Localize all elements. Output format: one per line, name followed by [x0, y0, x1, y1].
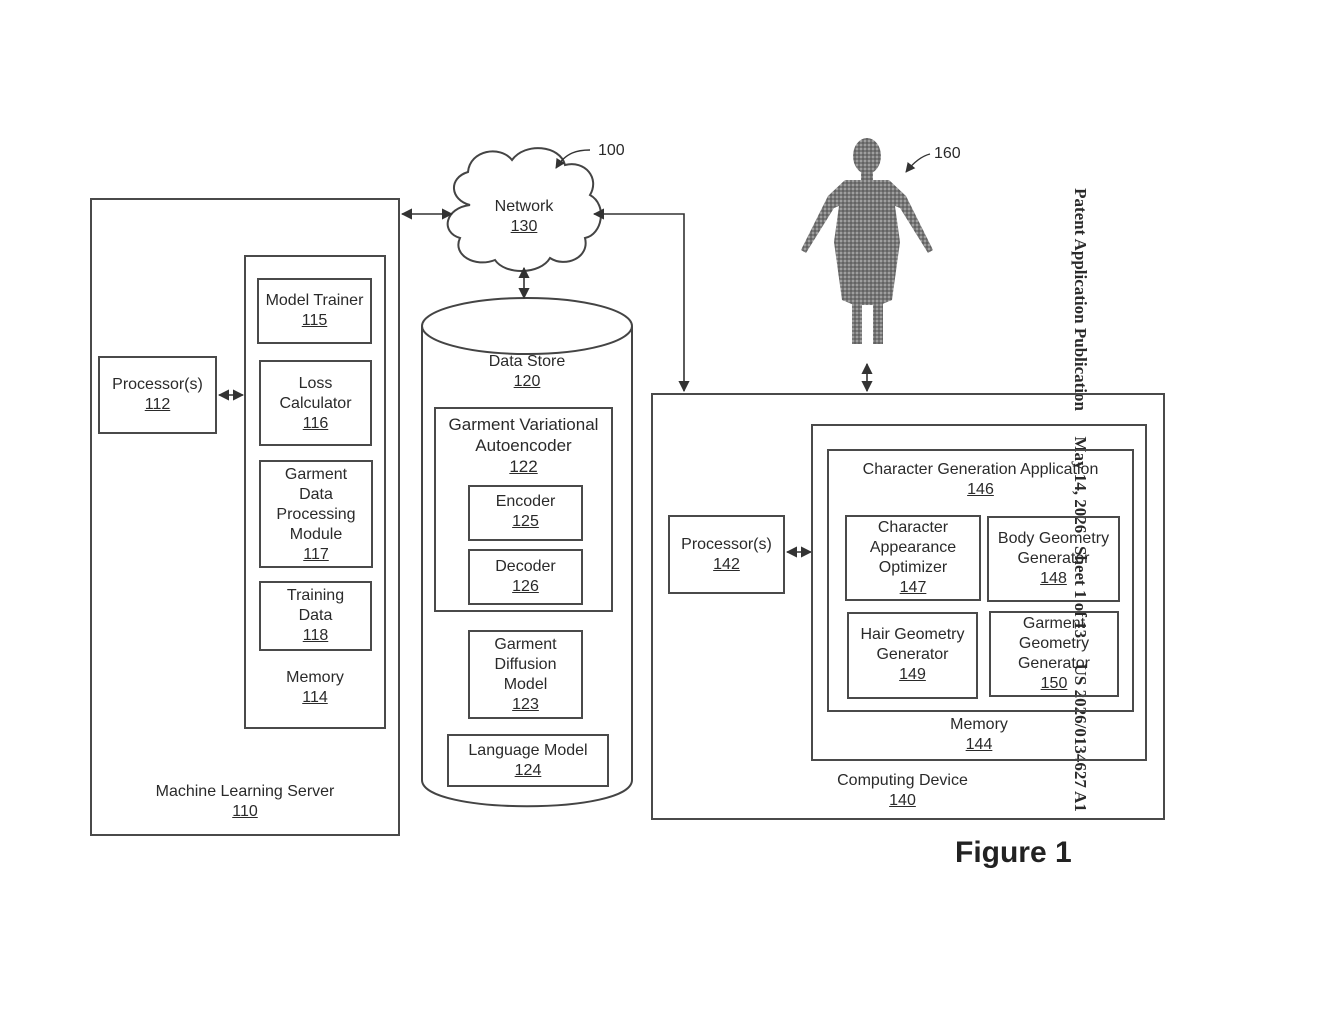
- model-trainer-label: Model Trainer 115: [257, 291, 372, 331]
- network-label: Network 130: [474, 197, 574, 237]
- ml-server-label: Machine Learning Server 110: [120, 782, 370, 822]
- figure-caption: Figure 1: [955, 836, 1072, 870]
- garment-geometry-label: Garment Geometry Generator 150: [989, 614, 1119, 694]
- ml-memory-label: Memory 114: [244, 668, 386, 708]
- training-data-label: Training Data 118: [259, 586, 372, 646]
- computing-device-label: Computing Device 140: [800, 771, 1005, 811]
- ml-processor-label: Processor(s) 112: [98, 375, 217, 415]
- vae-label: Garment Variational Autoencoder 122: [434, 414, 613, 477]
- cd-memory-label: Memory 144: [811, 715, 1147, 755]
- character-figure: [801, 138, 933, 344]
- decoder-label: Decoder 126: [468, 557, 583, 597]
- language-model-label: Language Model 124: [447, 741, 609, 781]
- ref-160-leader: [906, 154, 930, 172]
- diffusion-model-label: Garment Diffusion Model 123: [468, 635, 583, 715]
- header-publication: Patent Application Publication: [1071, 188, 1090, 411]
- encoder-label: Encoder 125: [468, 492, 583, 532]
- hair-geometry-label: Hair Geometry Generator 149: [847, 625, 978, 685]
- app-label: Character Generation Application 146: [827, 460, 1134, 500]
- data-store-label: Data Store 120: [440, 352, 614, 392]
- ref-160: 160: [934, 145, 961, 163]
- loss-calculator-label: Loss Calculator 116: [259, 374, 372, 434]
- cd-processor-label: Processor(s) 142: [668, 535, 785, 575]
- garment-data-processing-label: Garment Data Processing Module 117: [259, 465, 373, 565]
- body-geometry-label: Body Geometry Generator 148: [987, 529, 1120, 589]
- appearance-optimizer-label: Character Appearance Optimizer 147: [845, 518, 981, 598]
- ref-100: 100: [598, 142, 625, 160]
